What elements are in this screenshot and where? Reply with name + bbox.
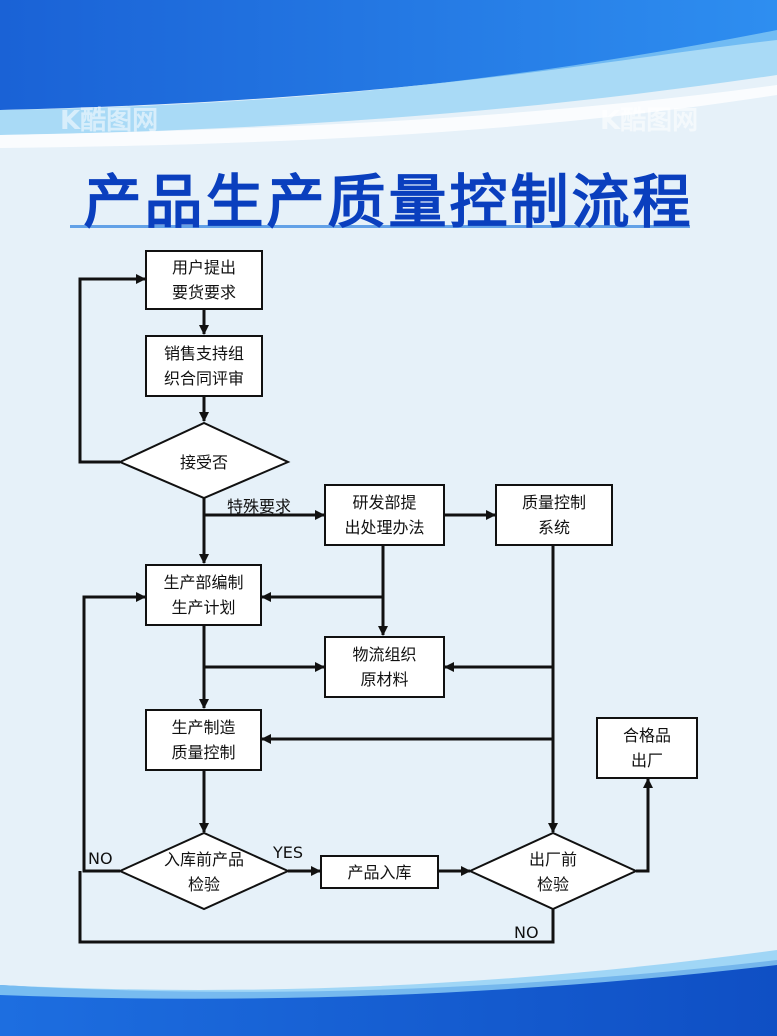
page-title: 产品生产质量控制流程 bbox=[83, 168, 694, 236]
edge-label-special: 特殊要求 bbox=[227, 497, 292, 516]
node-logistics: 物流组织 原材料 bbox=[324, 636, 445, 698]
decision-pre-shipment-shape bbox=[467, 831, 639, 911]
decision-pre-storage-label: 入库前产品 检验 bbox=[163, 850, 244, 894]
node-production-plan: 生产部编制 生产计划 bbox=[145, 564, 262, 626]
edge-shipcheck-no-loop bbox=[78, 871, 555, 944]
decision-accept-label: 接受否 bbox=[179, 452, 228, 472]
node-user-request: 用户提出 要货要求 bbox=[145, 250, 263, 310]
edge-check-no-loop bbox=[82, 592, 146, 873]
node-qualified-out: 合格品 出厂 bbox=[596, 717, 698, 779]
edge-label-yes: YES bbox=[273, 843, 304, 862]
node-storage: 产品入库 bbox=[320, 855, 439, 889]
decision-pre-shipment-label: 出厂前 检验 bbox=[528, 850, 577, 894]
edge-label-no-left: NO bbox=[88, 849, 113, 868]
watermark: K酷图网 bbox=[60, 106, 159, 136]
edge-accept-reject-loop bbox=[78, 274, 146, 464]
node-quality-system: 质量控制 系统 bbox=[495, 484, 613, 546]
node-manufacture: 生产制造 质量控制 bbox=[145, 709, 262, 771]
watermark: K酷图网 bbox=[600, 106, 699, 136]
node-rd-handle: 研发部提 出处理办法 bbox=[324, 484, 445, 546]
edge-shipcheck-to-out bbox=[636, 778, 653, 873]
decision-pre-storage-shape bbox=[117, 831, 291, 911]
edge-label-no-bottom: NO bbox=[514, 923, 539, 942]
node-sales-review: 销售支持组 织合同评审 bbox=[145, 335, 263, 397]
decision-accept-shape bbox=[117, 421, 291, 500]
